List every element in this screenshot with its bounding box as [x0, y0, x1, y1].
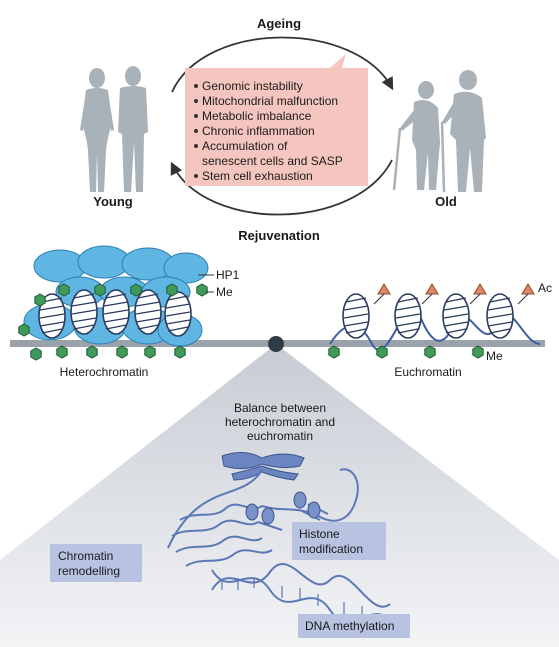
histone-modification-line-1: Histone: [299, 527, 340, 541]
nucleosome-beads: [245, 491, 321, 525]
hallmark-bullet: [194, 99, 198, 103]
hallmark-bullet: [194, 114, 198, 118]
hallmark-item: Chronic inflammation: [202, 124, 315, 138]
histone-modification-line-2: modification: [299, 542, 363, 556]
acetyl-label: Ac: [538, 281, 552, 295]
old-label: Old: [435, 194, 457, 209]
hallmark-bullet: [194, 84, 198, 88]
euchromatin-strand: [328, 283, 541, 359]
ageing-label: Ageing: [257, 16, 301, 31]
chromosome-icon: [221, 452, 305, 481]
hallmark-item: Metabolic imbalance: [202, 109, 312, 123]
hallmark-bullet: [194, 129, 198, 133]
chromatin-remodelling-line-2: remodelling: [58, 564, 120, 578]
balance-title-line-1: Balance between: [234, 401, 326, 415]
hallmark-bullet: [194, 174, 198, 178]
fulcrum: [268, 336, 284, 352]
young-people-icon: [80, 66, 148, 192]
methyl-label-right: Me: [486, 349, 503, 363]
euchromatin-label: Euchromatin: [394, 365, 461, 379]
balance-triangle: [0, 344, 559, 647]
balance-title-line-3: euchromatin: [247, 429, 313, 443]
histone-modification-box: Histone modification: [292, 522, 386, 560]
hallmark-item: Genomic instability: [202, 79, 303, 93]
ageing-arrow: [171, 36, 394, 93]
balance-title: Balance between heterochromatin and euch…: [225, 401, 335, 443]
hallmark-item: Stem cell exhaustion: [202, 169, 313, 183]
old-people-icon: [392, 70, 486, 193]
hp1-label: HP1: [216, 268, 240, 282]
ageing-cycle: Ageing Rejuvenation Young Old: [80, 16, 486, 243]
dna-methylation-box: DNA methylation: [298, 614, 410, 638]
heterochromatin-label: Heterochromatin: [60, 365, 149, 379]
young-label: Young: [93, 194, 133, 209]
dna-methylation-label: DNA methylation: [305, 619, 394, 633]
hallmark-item: senescent cells and SASP: [202, 154, 343, 168]
rejuvenation-label: Rejuvenation: [238, 228, 320, 243]
rejuvenation-arrow: [170, 159, 393, 216]
hallmark-item: Mitochondrial malfunction: [202, 94, 338, 108]
methyl-label-left: Me: [216, 285, 233, 299]
hallmark-item: Accumulation of: [202, 139, 288, 153]
chromatin-remodelling-box: Chromatin remodelling: [50, 544, 142, 582]
hallmark-bullet: [194, 144, 198, 148]
heterochromatin-cluster: [18, 245, 214, 361]
chromatin-fiber: [167, 468, 359, 567]
chromatin-remodelling-line-1: Chromatin: [58, 549, 113, 563]
balance-title-line-2: heterochromatin and: [225, 415, 335, 429]
